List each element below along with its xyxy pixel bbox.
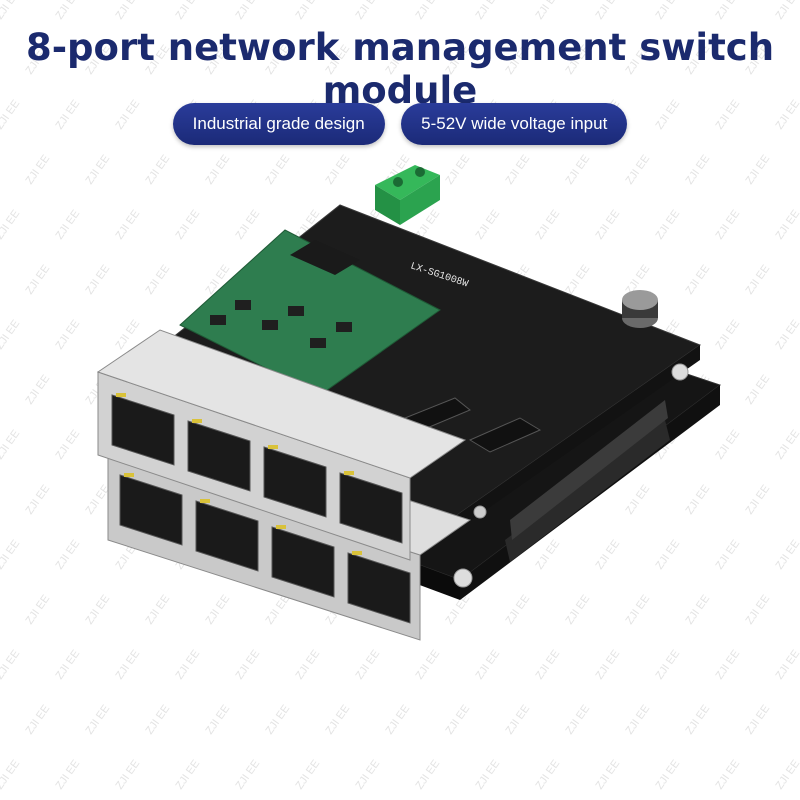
badge-wide-voltage: 5-52V wide voltage input [401,103,628,145]
port-led [192,419,202,423]
badge-industrial-grade: Industrial grade design [172,103,385,145]
pin-header [505,400,670,562]
port-led [352,551,362,555]
port-led [268,445,278,449]
watermark-text: ZJI EE [114,0,143,22]
watermark-text: ZJI EE [534,0,563,22]
watermark-text: ZJI EE [0,0,22,22]
watermark-text: ZJI EE [714,0,743,22]
watermark-text: ZJI EE [54,0,83,22]
watermark-text: ZJI EE [654,0,683,22]
watermark-text: ZJI EE [594,0,623,22]
watermark-text: ZJI EE [234,0,263,22]
port-led [116,393,126,397]
watermark-text: ZJI EE [414,0,443,22]
watermark-text: ZJI EE [354,0,383,22]
rj45-port-top-2 [187,420,251,492]
watermark-text: ZJI EE [474,0,503,22]
port-led [200,499,210,503]
port-led [344,471,354,475]
rj45-port-bottom-1 [119,474,183,546]
rj45-port-bottom-2 [195,500,259,572]
page-title: 8-port network management switch module [25,26,775,112]
rj45-port-top-3 [263,446,327,518]
rj45-port-bottom-4 [347,552,411,624]
switch-module-illustration: LX-SG1008W [96,165,722,641]
rj45-port-top-1 [111,394,175,466]
rj45-port-blocks [96,329,472,641]
watermark-text: ZJI EE [294,0,323,22]
port-led [276,525,286,529]
watermark-text: ZJI EE [174,0,203,22]
rj45-port-top-4 [339,472,403,544]
rj45-port-bottom-3 [271,526,335,598]
rj45-housing-top-top [96,329,467,479]
feature-badges: Industrial grade design 5-52V wide volta… [0,103,800,145]
port-led [124,473,134,477]
power-terminal-block [375,165,440,225]
watermark-text: ZJI EE [774,0,800,22]
